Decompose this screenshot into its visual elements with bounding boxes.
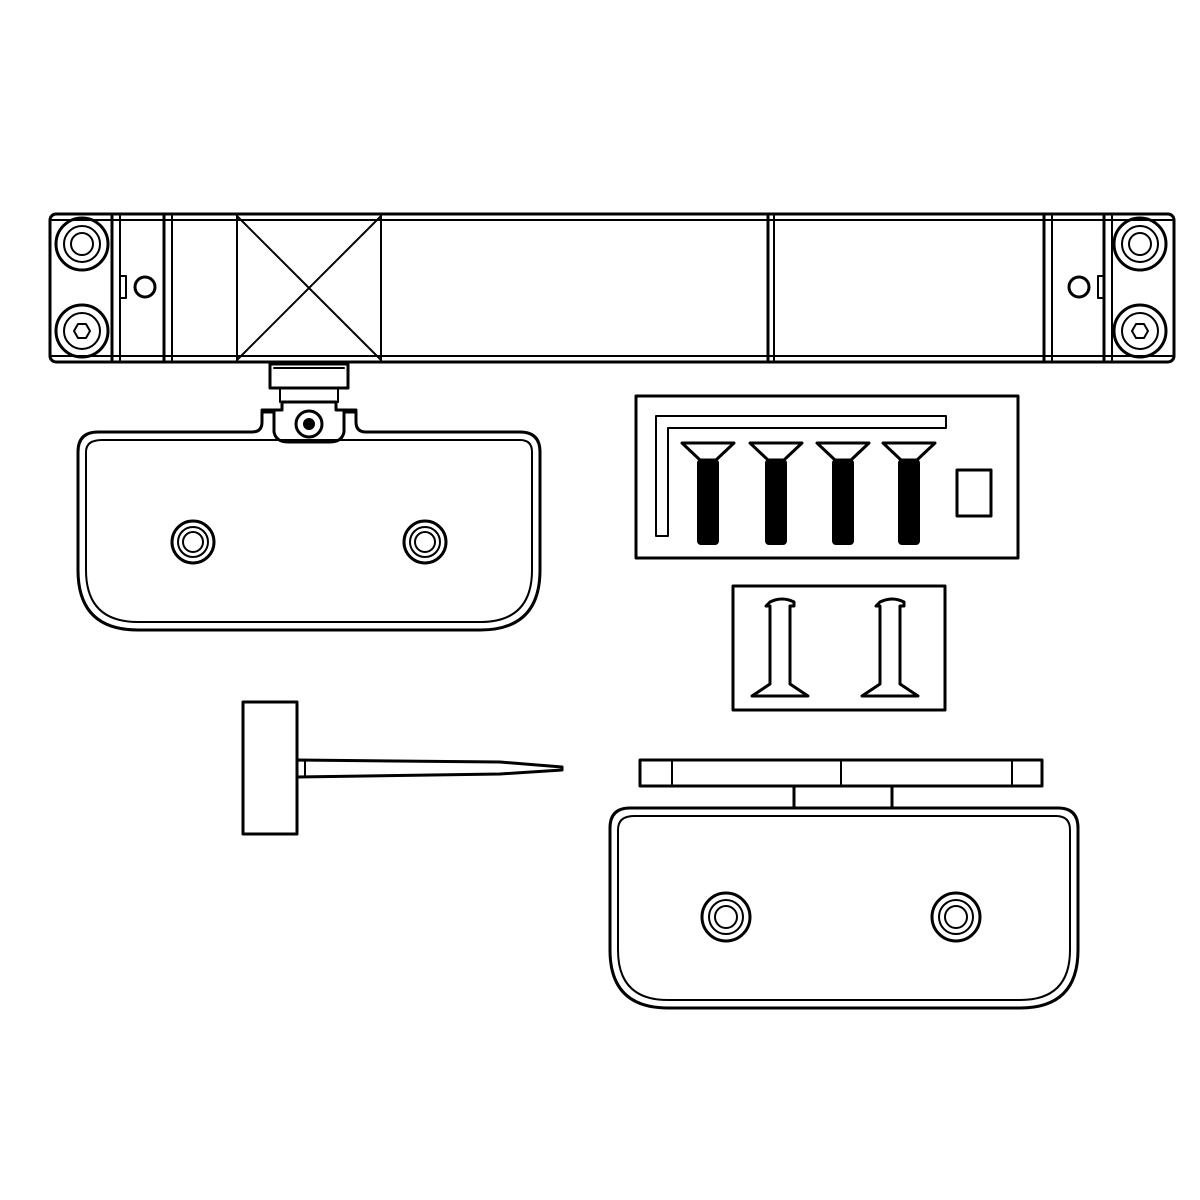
set-screw-hole-icon (133, 275, 157, 299)
pin-shaft (295, 758, 564, 779)
bottom-clamp-body (608, 806, 1080, 1010)
bolt-head-icon (54, 216, 110, 272)
screw-pack-bag (634, 394, 1020, 560)
pivot-pin-icon (294, 409, 324, 439)
mounting-hole-icon (170, 519, 216, 565)
countersunk-screw-icon (860, 597, 920, 698)
spare-insert-icon (955, 468, 993, 518)
pivot-base (260, 400, 358, 412)
left-notch (119, 275, 127, 299)
set-screw-hole-icon (1067, 275, 1091, 299)
bottom-clamp-bracket (608, 758, 1080, 1010)
bottom-pivot-neck (792, 784, 894, 810)
countersunk-screw-icon (748, 441, 804, 545)
bolt-head-icon (54, 303, 110, 359)
pivot-pin-center-icon (303, 418, 315, 430)
mounting-hole-icon (930, 891, 982, 943)
top-clamp-bracket (76, 362, 542, 632)
pin-handle (241, 700, 299, 836)
bottom-clamp-inner-edge (617, 815, 1071, 1001)
screw-pack-four (634, 394, 1020, 560)
bolt-head-icon (1112, 303, 1168, 359)
cross-mark-panel (236, 215, 382, 361)
right-notch (1097, 275, 1105, 299)
mounting-hole-icon (700, 891, 752, 943)
alignment-pin (241, 700, 564, 836)
left-end-cap (54, 214, 173, 362)
screw-pack-two (731, 584, 947, 712)
countersunk-screw-icon (680, 441, 736, 545)
countersunk-screw-icon (881, 441, 937, 545)
pivot-neck (279, 387, 339, 403)
rail-outline (48, 212, 1176, 364)
screw-pack-two-bag (731, 584, 947, 712)
right-end-cap (1042, 214, 1168, 362)
countersunk-screw-icon (815, 441, 871, 545)
top-rail (48, 212, 1176, 364)
countersunk-screw-icon (750, 597, 810, 698)
bolt-head-icon (1112, 216, 1168, 272)
top-clamp-body (76, 410, 542, 632)
top-clamp-inner-edge (85, 439, 533, 623)
mounting-hole-icon (402, 519, 448, 565)
hex-key-icon (655, 415, 947, 537)
